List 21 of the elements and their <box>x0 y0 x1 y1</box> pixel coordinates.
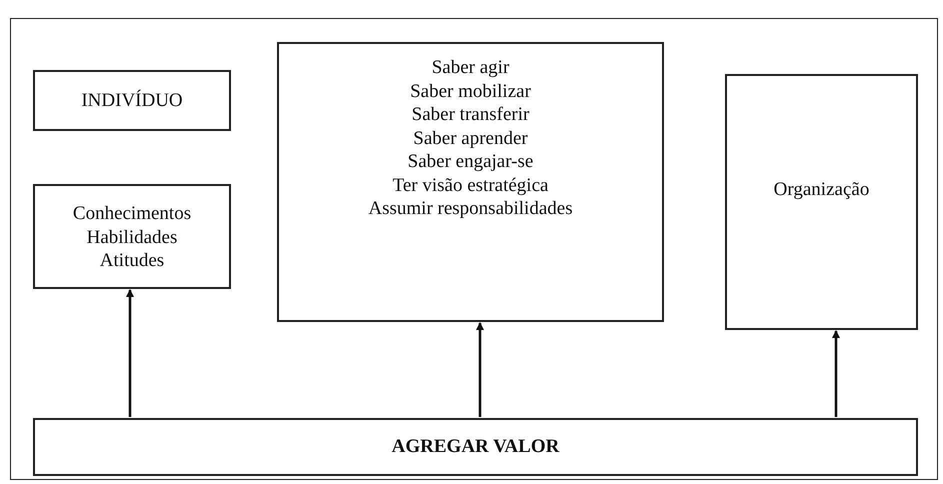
banner-box <box>33 418 918 476</box>
box-text: Saber agir <box>432 56 510 80</box>
arrow <box>126 289 134 417</box>
box-text: Habilidades <box>86 226 178 249</box>
list-box <box>33 184 231 289</box>
box-text: Conhecimentos <box>72 202 192 226</box>
box-text: Ter visão estratégica <box>392 174 548 197</box>
label-box <box>33 70 231 131</box>
arrow <box>832 330 840 417</box>
arrow <box>476 322 484 417</box>
box-text: Saber engajar-se <box>408 150 534 174</box>
box-text: INDIVÍDUO <box>81 88 183 112</box>
box-text: Saber aprender <box>413 126 528 150</box>
list-box <box>277 42 664 322</box>
box-text: Organização <box>774 178 870 202</box>
box-text: Assumir responsabilidades <box>368 197 573 220</box>
box-text: Saber transferir <box>412 103 530 126</box>
label-box <box>725 74 918 330</box>
box-text: AGREGAR VALOR <box>392 435 560 459</box>
box-text: Atitudes <box>100 249 164 272</box>
box-text: Saber mobilizar <box>410 80 531 103</box>
